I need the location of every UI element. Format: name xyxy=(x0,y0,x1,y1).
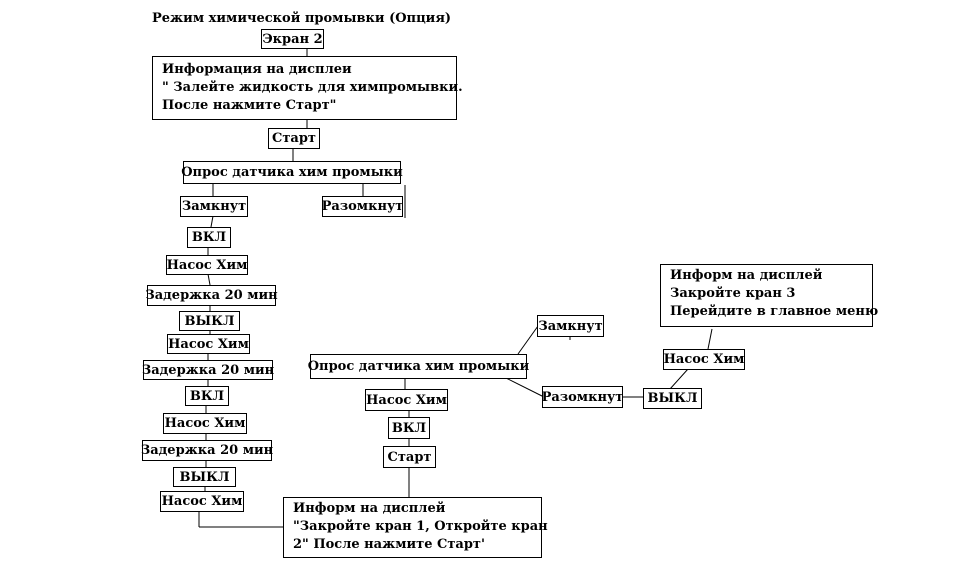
info-display-2-line2: "Закройте кран 1, Откройте кран xyxy=(293,519,548,534)
off-box-3: ВЫКЛ xyxy=(643,388,702,409)
closed-box-2: Замкнут xyxy=(537,315,604,337)
info-display-1-line3: После нажмите Старт" xyxy=(162,98,337,113)
info-display-3-line2: Закройте кран 3 xyxy=(670,286,796,301)
on-box-2: ВКЛ xyxy=(185,386,229,406)
start-box-2: Старт xyxy=(383,446,436,468)
info-display-2-line1: Информ на дисплей xyxy=(293,501,446,516)
chem-pump-box-5: Насос Хим xyxy=(365,389,448,411)
open-box-1: Разомкнут xyxy=(322,196,403,217)
info-display-3-line1: Информ на дисплей xyxy=(670,268,823,283)
info-display-1-line1: Информация на дисплеи xyxy=(162,62,352,77)
open-box-2: Разомкнут xyxy=(542,386,623,408)
delay-box-2: Задержка 20 мин xyxy=(142,360,274,380)
info-display-3-line3: Перейдите в главное меню xyxy=(670,304,879,319)
info-display-2-line3: 2" После нажмите Старт' xyxy=(293,537,485,552)
info-display-box-1: Информация на дисплеи " Залейте жидкость… xyxy=(152,56,463,120)
chem-pump-box-2: Насос Хим xyxy=(167,334,250,354)
off-box-1: ВЫКЛ xyxy=(179,311,240,331)
on-box-1: ВКЛ xyxy=(187,227,231,248)
info-display-1-line2: " Залейте жидкость для химпромывки. xyxy=(162,80,463,95)
chem-pump-box-3: Насос Хим xyxy=(163,413,247,434)
off-box-2: ВЫКЛ xyxy=(173,467,236,487)
chem-pump-box-6: Насос Хим xyxy=(663,349,745,370)
closed-box-1: Замкнут xyxy=(180,196,248,217)
start-box-1: Старт xyxy=(268,128,320,149)
screen2-box: Экран 2 xyxy=(261,29,324,49)
delay-box-3: Задержка 20 мин xyxy=(141,440,273,461)
on-box-3: ВКЛ xyxy=(388,417,430,439)
sensor-poll-box-1: Опрос датчика хим промыки xyxy=(181,161,403,184)
delay-box-1: Задержка 20 мин xyxy=(145,285,278,306)
sensor-poll-box-2: Опрос датчика хим промыки xyxy=(308,354,529,379)
info-display-box-3: Информ на дисплей Закройте кран 3 Перейд… xyxy=(660,264,879,327)
chem-pump-box-4: Насос Хим xyxy=(160,491,244,512)
chem-pump-box-1: Насос Хим xyxy=(166,255,248,275)
info-display-box-2: Информ на дисплей "Закройте кран 1, Откр… xyxy=(283,497,548,558)
diagram-title: Режим химической промывки (Опция) xyxy=(152,11,452,26)
